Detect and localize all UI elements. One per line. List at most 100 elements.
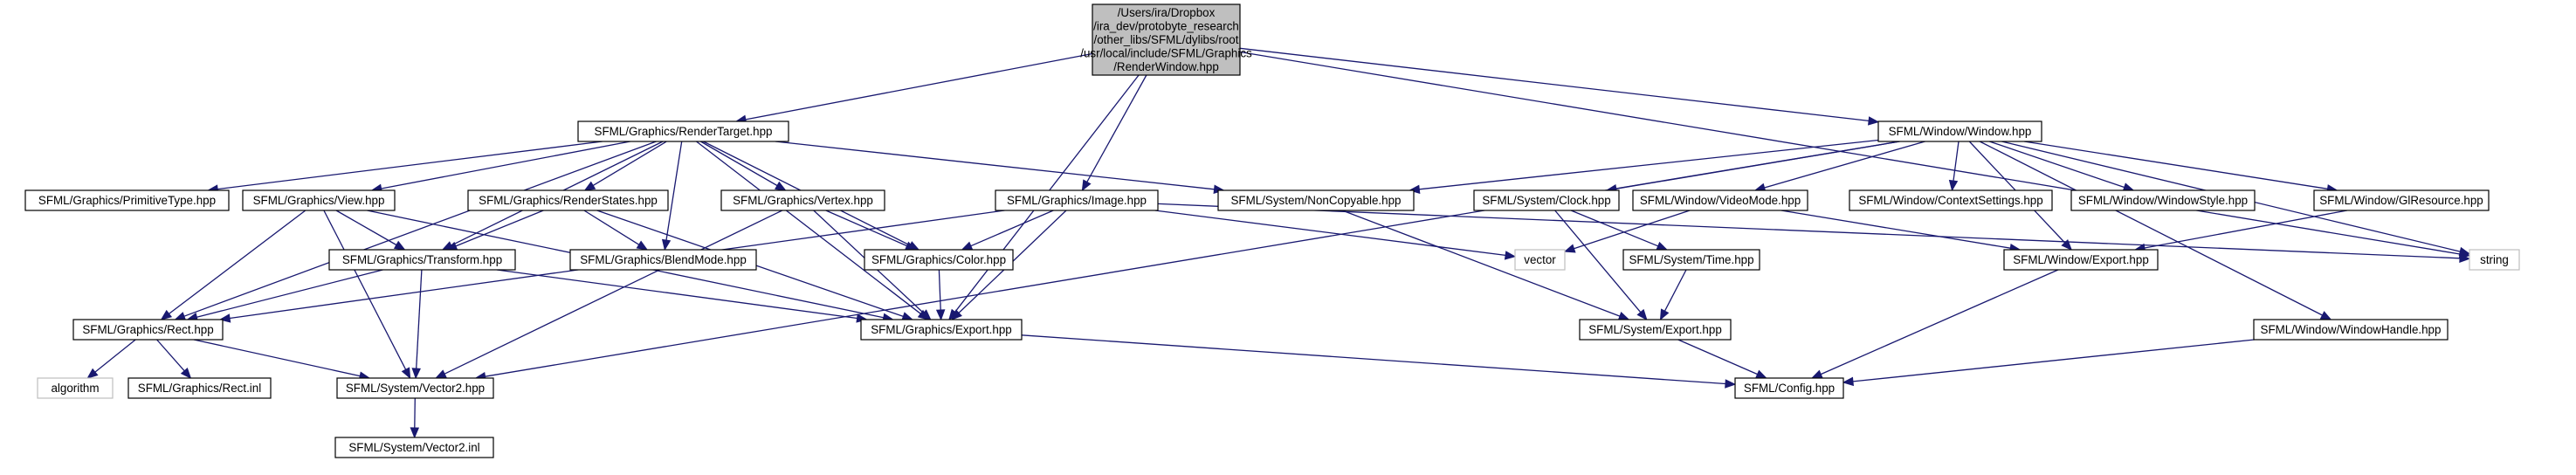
- node-label: SFML/Graphics/Rect.hpp: [82, 323, 213, 336]
- node-color[interactable]: SFML/Graphics/Color.hpp: [864, 249, 1014, 271]
- node-renderstates[interactable]: SFML/Graphics/RenderStates.hpp: [467, 189, 669, 211]
- node-systime[interactable]: SFML/System/Time.hpp: [1622, 249, 1760, 271]
- node-vector2inl[interactable]: SFML/System/Vector2.inl: [334, 437, 494, 458]
- node-box[interactable]: [995, 189, 1159, 211]
- node-clock[interactable]: SFML/System/Clock.hpp: [1473, 189, 1620, 211]
- edge-arrowhead: [411, 368, 421, 380]
- node-windowhandle[interactable]: SFML/Window/WindowHandle.hpp: [2253, 319, 2449, 341]
- node-vector2[interactable]: SFML/System/Vector2.hpp: [336, 377, 494, 399]
- node-box[interactable]: [2003, 249, 2159, 271]
- node-box[interactable]: [860, 319, 1023, 341]
- node-box[interactable]: [1849, 189, 2053, 211]
- node-box[interactable]: [1734, 377, 1844, 399]
- node-sysexport[interactable]: SFML/System/Export.hpp: [1579, 319, 1732, 341]
- node-box[interactable]: [2313, 189, 2490, 211]
- node-label: /ira_dev/protobyte_research: [1093, 19, 1239, 32]
- node-box[interactable]: [720, 189, 885, 211]
- edge-winexport-to-config: [1810, 269, 2059, 379]
- edge-arrowhead: [1755, 369, 1767, 379]
- node-windowstyle[interactable]: SFML/Window/WindowStyle.hpp: [2070, 189, 2256, 211]
- node-window[interactable]: SFML/Window/Window.hpp: [1877, 120, 2042, 142]
- node-box[interactable]: [1217, 189, 1415, 211]
- node-box[interactable]: [334, 437, 494, 458]
- node-box[interactable]: [467, 189, 669, 211]
- edge-window-to-contextsettings: [1948, 141, 1960, 192]
- node-string[interactable]: string: [2469, 249, 2520, 271]
- edge-rendertarget-to-blendmode: [661, 141, 683, 251]
- node-box[interactable]: [24, 189, 230, 211]
- node-label: SFML/Graphics/RenderStates.hpp: [479, 194, 658, 207]
- edge-videomode-to-vector: [1563, 210, 1691, 253]
- edge-line: [1574, 210, 1691, 250]
- edge-line: [970, 210, 1054, 247]
- node-box[interactable]: [1473, 189, 1620, 211]
- node-blendmode[interactable]: SFML/Graphics/BlendMode.hpp: [569, 249, 757, 271]
- edge-arrowhead: [1842, 376, 1854, 387]
- node-box[interactable]: [864, 249, 1014, 271]
- edge-line: [775, 141, 1215, 190]
- edge-arrowhead: [393, 240, 406, 251]
- node-algorithm[interactable]: algorithm: [37, 377, 114, 399]
- node-glresource[interactable]: SFML/Window/GlResource.hpp: [2313, 189, 2490, 211]
- node-box[interactable]: [1092, 3, 1241, 76]
- edge-arrowhead: [174, 312, 187, 320]
- node-primitivetype[interactable]: SFML/Graphics/PrimitiveType.hpp: [24, 189, 230, 211]
- node-rectinl[interactable]: SFML/Graphics/Rect.inl: [127, 377, 272, 399]
- edge-line: [1086, 74, 1147, 182]
- edge-systime-to-sysexport: [1659, 269, 1687, 321]
- node-videomode[interactable]: SFML/Window/VideoMode.hpp: [1632, 189, 1808, 211]
- edge-window-to-windowhandle: [1979, 141, 2332, 320]
- edge-rect-to-algorithm: [86, 339, 136, 379]
- node-label: SFML/Graphics/Color.hpp: [871, 253, 1006, 266]
- node-box[interactable]: [242, 189, 396, 211]
- node-image[interactable]: SFML/Graphics/Image.hpp: [995, 189, 1159, 211]
- edge-arrowhead: [2319, 311, 2332, 320]
- edge-transform-to-vector2: [411, 269, 423, 380]
- node-root[interactable]: /Users/ira/Dropbox/ira_dev/protobyte_res…: [1080, 3, 1252, 76]
- node-config[interactable]: SFML/Config.hpp: [1734, 377, 1844, 399]
- node-box[interactable]: [569, 249, 757, 271]
- edge-vector2-to-vector2inl: [410, 397, 420, 439]
- node-box[interactable]: [1622, 249, 1760, 271]
- node-noncopyable[interactable]: SFML/System/NonCopyable.hpp: [1217, 189, 1415, 211]
- node-box[interactable]: [2253, 319, 2449, 341]
- edge-transform-to-gfxexport: [496, 269, 868, 323]
- node-box[interactable]: [2469, 249, 2520, 271]
- node-vector[interactable]: vector: [1514, 249, 1566, 271]
- edge-line: [1953, 141, 1960, 182]
- node-box[interactable]: [1632, 189, 1808, 211]
- edge-line: [1021, 334, 1726, 385]
- edge-image-to-string: [1157, 203, 2471, 264]
- node-box[interactable]: [1877, 120, 2042, 142]
- node-rect[interactable]: SFML/Graphics/Rect.hpp: [72, 319, 224, 341]
- edge-clock-to-sysexport: [1554, 210, 1648, 321]
- node-winexport[interactable]: SFML/Window/Export.hpp: [2003, 249, 2159, 271]
- node-box[interactable]: [37, 377, 114, 399]
- node-vertex[interactable]: SFML/Graphics/Vertex.hpp: [720, 189, 885, 211]
- node-box[interactable]: [2070, 189, 2256, 211]
- node-box[interactable]: [127, 377, 272, 399]
- edge-rect-to-vector2: [193, 339, 371, 381]
- node-box[interactable]: [328, 249, 516, 271]
- node-box[interactable]: [1579, 319, 1732, 341]
- edge-view-to-vector2: [323, 210, 411, 380]
- node-contextsettings[interactable]: SFML/Window/ContextSettings.hpp: [1849, 189, 2053, 211]
- edge-arrowhead: [1659, 308, 1670, 321]
- node-rendertarget[interactable]: SFML/Graphics/RenderTarget.hpp: [577, 120, 789, 142]
- node-label: SFML/Graphics/BlendMode.hpp: [580, 253, 747, 266]
- node-label: SFML/Window/Export.hpp: [2013, 253, 2149, 266]
- edge-line: [1157, 203, 2461, 259]
- node-transform[interactable]: SFML/Graphics/Transform.hpp: [328, 249, 516, 271]
- edge-arrowhead: [160, 309, 173, 320]
- edge-line: [665, 141, 683, 241]
- node-box[interactable]: [336, 377, 494, 399]
- node-gfxexport[interactable]: SFML/Graphics/Export.hpp: [860, 319, 1023, 341]
- node-box[interactable]: [577, 120, 789, 142]
- node-label: string: [2480, 253, 2509, 266]
- edge-root-to-window: [1239, 47, 1880, 126]
- edge-arrowhead: [1868, 116, 1880, 126]
- node-view[interactable]: SFML/Graphics/View.hpp: [242, 189, 396, 211]
- edge-arrowhead: [661, 238, 672, 251]
- node-box[interactable]: [72, 319, 224, 341]
- node-box[interactable]: [1514, 249, 1566, 271]
